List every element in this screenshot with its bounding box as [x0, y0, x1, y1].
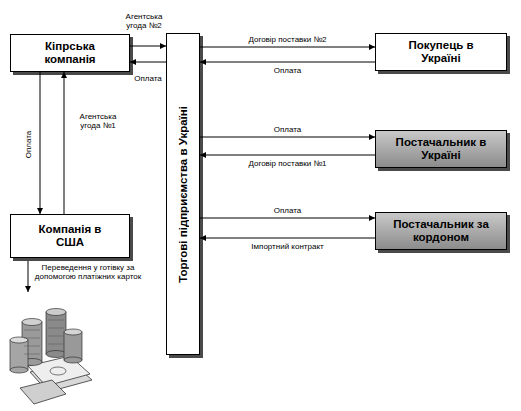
- flow-arrow: [130, 62, 166, 63]
- connector-label: Агентська угода №1: [70, 112, 126, 130]
- money-illustration: [10, 309, 92, 405]
- node-label: Постачальник в Україні: [386, 136, 496, 162]
- flow-arrow: [200, 47, 375, 48]
- connector-label: Оплата: [200, 66, 375, 75]
- connector-label: Оплата: [24, 125, 33, 165]
- node-label: Кіпрська компанія: [33, 40, 107, 66]
- connector-label: Оплата: [200, 206, 375, 215]
- flow-arrow: [40, 72, 41, 214]
- connector-label: Договір поставки №2: [200, 35, 375, 44]
- entity-box: Компанія в США: [10, 214, 130, 258]
- connector-label: Оплата: [200, 125, 375, 134]
- entity-box: Постачальник за кордоном: [375, 212, 507, 250]
- flow-arrow: [200, 137, 375, 138]
- entity-box: Кіпрська компанія: [10, 34, 130, 72]
- node-label: Торгові підприємства в Україні: [177, 106, 190, 283]
- flow-arrow: [200, 155, 375, 156]
- entity-band: Торгові підприємства в Україні: [166, 33, 200, 355]
- connector-label: Оплата: [128, 74, 168, 83]
- connector-label: Договір поставки №1: [200, 159, 375, 168]
- flow-arrow: [64, 72, 65, 214]
- flow-arrow: [200, 238, 375, 239]
- flow-arrow: [200, 62, 375, 63]
- coin-stack: [10, 309, 82, 374]
- cash-out-arrow: [28, 259, 29, 292]
- node-label: Постачальник за кордоном: [386, 218, 496, 244]
- entity-box: Покупець в Україні: [375, 33, 507, 71]
- flow-arrow: [130, 46, 166, 47]
- flow-arrow: [200, 218, 375, 219]
- node-label: Покупець в Україні: [398, 39, 484, 65]
- connector-label: Імпортний контракт: [200, 242, 375, 251]
- entity-box: Постачальник в Україні: [375, 130, 507, 168]
- banknote-stack: [20, 356, 92, 404]
- connector-label: Агентська угода №2: [118, 12, 170, 30]
- annotation-text: Переведення у готівку за допомогою платі…: [34, 263, 142, 281]
- node-label: Компанія в США: [33, 223, 107, 249]
